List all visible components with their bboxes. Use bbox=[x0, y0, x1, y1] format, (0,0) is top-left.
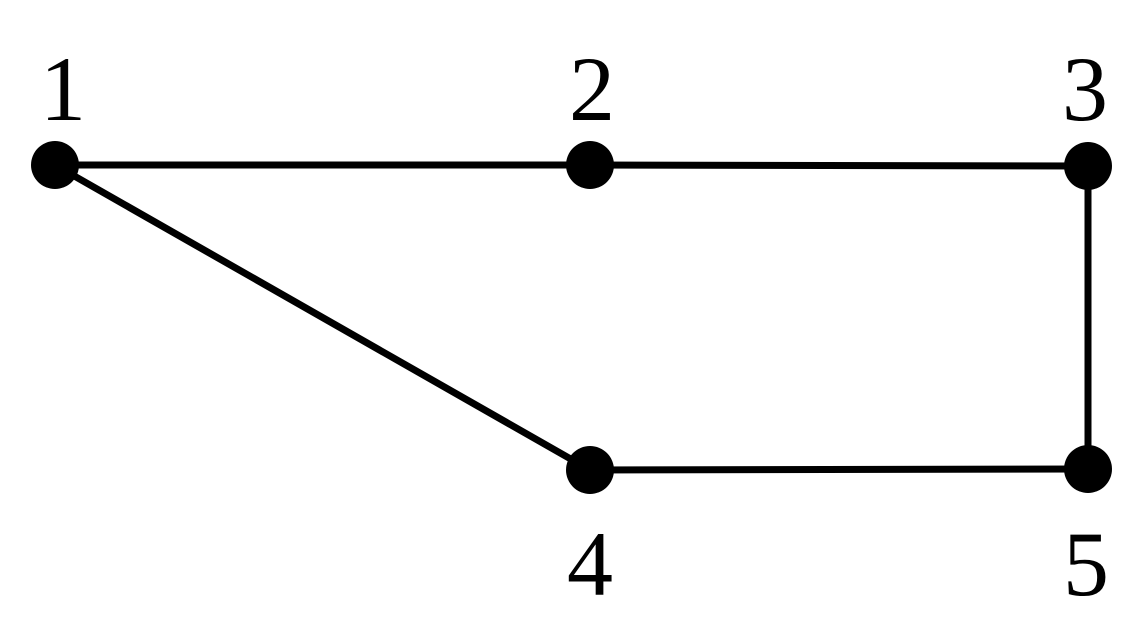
node-label-2: 2 bbox=[569, 38, 615, 140]
nodes-group bbox=[31, 141, 1112, 494]
edge-5-4 bbox=[586, 465, 1092, 474]
node-3 bbox=[1064, 142, 1112, 190]
edges-group bbox=[51, 161, 1092, 474]
node-2 bbox=[566, 141, 614, 189]
edge-4-1 bbox=[51, 161, 594, 474]
node-5 bbox=[1064, 445, 1112, 493]
node-1 bbox=[31, 141, 79, 189]
node-label-5: 5 bbox=[1063, 513, 1109, 615]
node-label-1: 1 bbox=[40, 38, 86, 140]
labels-group: 1 2 3 4 5 bbox=[40, 38, 1109, 615]
node-label-4: 4 bbox=[567, 513, 613, 615]
node-label-3: 3 bbox=[1062, 38, 1108, 140]
node-4 bbox=[566, 446, 614, 494]
edge-2-3 bbox=[586, 161, 1092, 170]
